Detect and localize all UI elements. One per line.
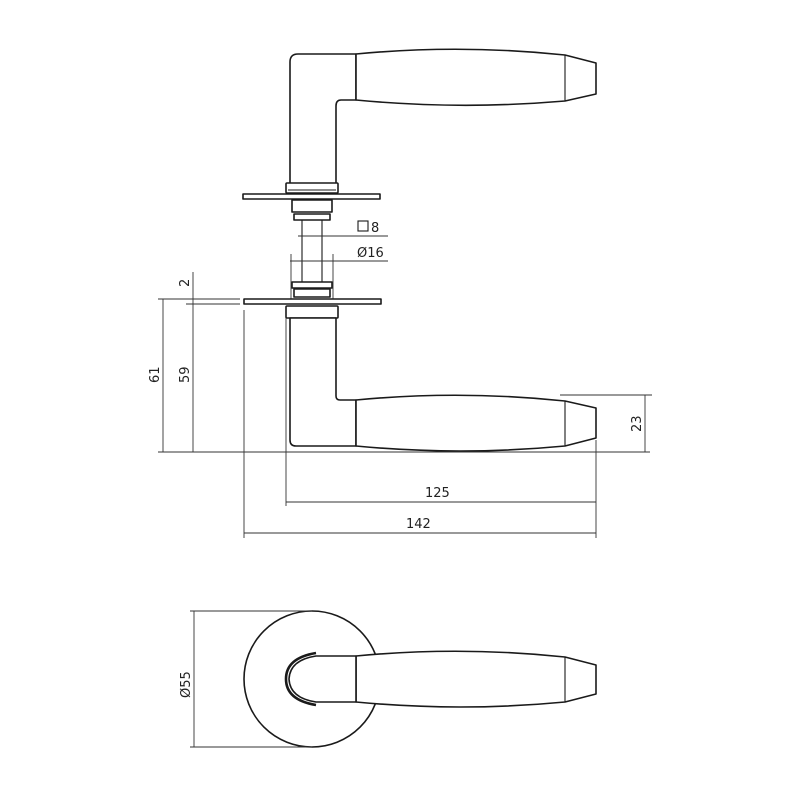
bottom-lever-grip: [355, 394, 597, 452]
rose-diameter-dimension: Ø55: [179, 610, 312, 748]
lever-thickness-dimension: 23: [560, 394, 652, 452]
top-bush: [291, 199, 333, 213]
height-lever-label: 59: [178, 366, 193, 383]
svg-text:8: 8: [371, 221, 379, 236]
square-spindle-label: 8: [357, 220, 379, 236]
front-lever-grip: [355, 650, 597, 708]
lever-thickness-label: 23: [630, 415, 645, 432]
bottom-rose-plate: [243, 298, 382, 305]
top-collar: [285, 182, 339, 194]
top-lever-grip: [355, 48, 597, 107]
bush-diameter-label: Ø16: [357, 246, 384, 261]
bottom-bush: [291, 281, 333, 289]
front-view: [243, 610, 597, 748]
bottom-collar: [285, 305, 339, 319]
rose-thickness-label: 2: [178, 279, 193, 287]
height-dimensions: 2 61 59: [148, 272, 650, 453]
spindle-dimensions: 8 Ø16: [290, 220, 388, 300]
rose-diameter-label: Ø55: [179, 671, 194, 698]
top-lever-view: [242, 48, 597, 221]
bottom-lever-arm: [289, 317, 357, 447]
top-rose-plate: [242, 193, 381, 200]
top-lever-arm: [289, 53, 357, 186]
spindle: [291, 220, 333, 298]
lever-reach-label: 125: [425, 486, 450, 501]
front-lever-neck: [288, 655, 357, 703]
bottom-lever-view: [243, 298, 597, 452]
overall-length-label: 142: [406, 517, 431, 532]
height-total-label: 61: [148, 366, 163, 383]
length-dimensions: 125 142: [243, 310, 597, 538]
